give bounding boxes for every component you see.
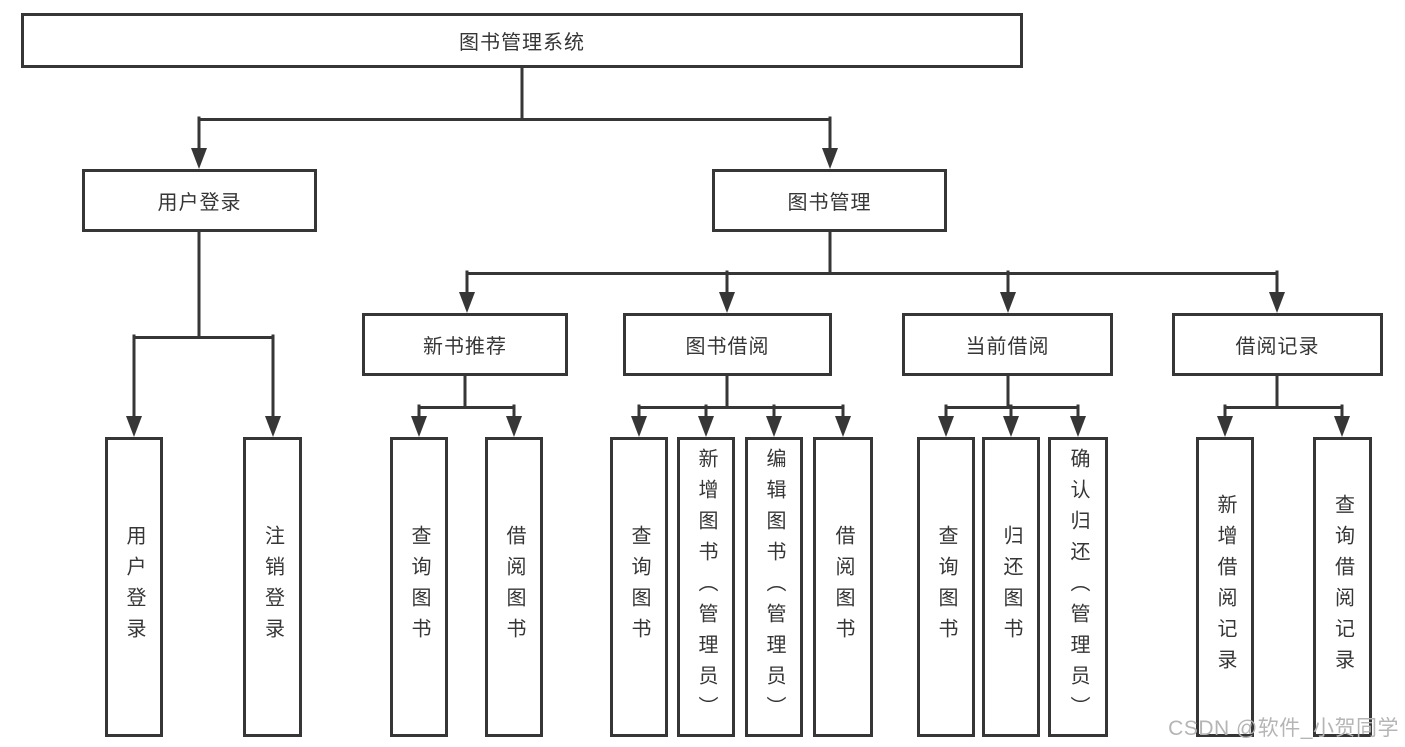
- leaf-query-book-1-label: 查询图书: [408, 525, 430, 649]
- leaf-logout: 注销登录: [243, 437, 302, 737]
- leaf-query-book-3-label: 查询图书: [935, 525, 957, 649]
- node-book-borrow: 图书借阅: [623, 313, 832, 376]
- leaf-add-book-admin: 新增图书（管理员）: [677, 437, 735, 737]
- leaf-return-book: 归还图书: [982, 437, 1040, 737]
- node-book-borrow-label: 图书借阅: [685, 336, 770, 358]
- leaf-logout-label: 注销登录: [261, 525, 284, 649]
- leaf-borrow-book-1-label: 借阅图书: [503, 525, 525, 649]
- leaf-confirm-return-admin: 确认归还（管理员）: [1048, 437, 1108, 737]
- node-new-book-recommend: 新书推荐: [362, 313, 568, 376]
- leaf-borrow-book-2-label: 借阅图书: [832, 525, 854, 649]
- leaf-borrow-book-1: 借阅图书: [485, 437, 543, 737]
- leaf-return-book-label: 归还图书: [1000, 525, 1022, 649]
- leaf-add-book-admin-label: 新增图书（管理员）: [695, 447, 717, 727]
- node-user-login-label: 用户登录: [157, 192, 242, 214]
- leaf-add-borrow-record: 新增借阅记录: [1196, 437, 1254, 737]
- node-book-management: 图书管理: [712, 169, 947, 232]
- node-current-borrow: 当前借阅: [902, 313, 1113, 376]
- csdn-watermark: CSDN @软件_小贺同学: [1168, 717, 1399, 740]
- node-user-login: 用户登录: [82, 169, 317, 232]
- leaf-edit-book-admin-label: 编辑图书（管理员）: [763, 447, 785, 727]
- leaf-query-book-1: 查询图书: [390, 437, 448, 737]
- leaf-user-login: 用户登录: [105, 437, 163, 737]
- node-new-book-recommend-label: 新书推荐: [423, 336, 507, 358]
- leaf-query-book-2-label: 查询图书: [628, 525, 650, 649]
- node-borrow-record: 借阅记录: [1172, 313, 1383, 376]
- leaf-query-book-3: 查询图书: [917, 437, 975, 737]
- node-borrow-record-label: 借阅记录: [1235, 336, 1320, 358]
- leaf-query-book-2: 查询图书: [610, 437, 668, 737]
- leaf-borrow-book-2: 借阅图书: [813, 437, 873, 737]
- leaf-user-login-label: 用户登录: [123, 525, 145, 649]
- arrowheads: [126, 148, 1350, 437]
- leaf-confirm-return-admin-label: 确认归还（管理员）: [1067, 447, 1089, 727]
- leaf-add-borrow-record-label: 新增借阅记录: [1214, 494, 1236, 680]
- leaf-query-borrow-record-label: 查询借阅记录: [1331, 494, 1354, 680]
- node-root: 图书管理系统: [21, 13, 1023, 68]
- node-book-management-label: 图书管理: [787, 192, 872, 214]
- leaf-edit-book-admin: 编辑图书（管理员）: [745, 437, 803, 737]
- node-root-label: 图书管理系统: [459, 32, 585, 54]
- node-current-borrow-label: 当前借阅: [965, 336, 1050, 358]
- leaf-query-borrow-record: 查询借阅记录: [1313, 437, 1372, 737]
